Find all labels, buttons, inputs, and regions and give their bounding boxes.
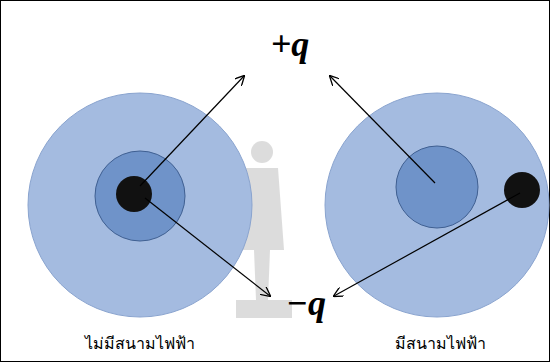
caption: ไม่มีสนามไฟฟ้า — [85, 334, 195, 354]
nucleus — [116, 176, 152, 212]
charge-label: +q — [271, 24, 310, 64]
nucleus — [504, 172, 540, 208]
atom-outer-cloud — [28, 93, 252, 317]
electron-cloud — [95, 151, 185, 241]
charge-label: −q — [286, 283, 326, 323]
atom-outer-cloud — [325, 93, 549, 317]
leader-arrow — [330, 76, 435, 183]
leader-arrow — [145, 198, 270, 296]
electron-cloud — [396, 146, 478, 228]
leader-arrow — [140, 76, 244, 186]
leader-arrow — [334, 193, 520, 296]
caption: มีสนามไฟฟ้า — [395, 334, 486, 354]
